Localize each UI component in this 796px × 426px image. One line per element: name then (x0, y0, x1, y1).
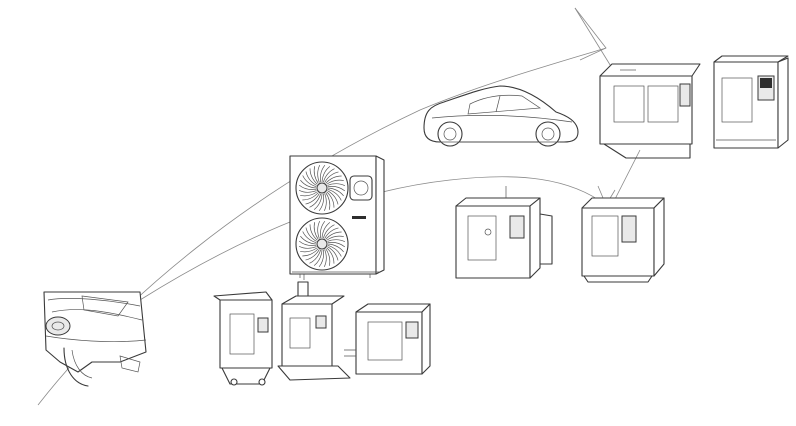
sedan-car (423, 85, 579, 147)
fan-blade (323, 193, 327, 212)
fan-blade (317, 220, 321, 239)
fan-blade (327, 189, 342, 201)
fan-blade (300, 191, 318, 197)
fan-blade (298, 189, 317, 193)
fan-blade (320, 220, 326, 239)
fan-blade (302, 192, 319, 201)
fan-blade (326, 247, 335, 264)
compact-machine-group (213, 272, 431, 386)
fan-blade (317, 164, 321, 183)
fan-blade (326, 179, 344, 185)
fan-blade (325, 231, 342, 240)
fan-blade (300, 247, 318, 253)
fan-blade (309, 193, 321, 208)
fan-blade (305, 171, 317, 186)
fan-blade (327, 245, 342, 257)
fan-blade (309, 249, 321, 264)
lower-arrow-link (611, 149, 641, 206)
fan-blade (327, 242, 346, 248)
fan-blade (313, 193, 323, 210)
mid-machine-group (455, 186, 665, 283)
fan-blade (318, 249, 324, 268)
fan-blade (313, 249, 323, 266)
fan-blade (325, 192, 331, 210)
upper-arrow-branch (574, 7, 613, 69)
fan-blade (305, 193, 320, 205)
fan-blade (321, 222, 331, 239)
fan-blade (298, 245, 317, 249)
fan-blade (305, 249, 320, 261)
fan-blade (309, 224, 318, 241)
fan-blade (324, 171, 339, 183)
upper-arrow-head (574, 7, 607, 61)
fan-blade (327, 187, 344, 197)
fan-blade (320, 164, 326, 183)
fan-blade (327, 183, 346, 187)
fan-blade (300, 179, 317, 189)
fan-blade (323, 168, 335, 183)
fan-blade (309, 168, 318, 185)
fan-blade (300, 235, 317, 245)
fan-blade (318, 193, 324, 212)
fan-blade (326, 191, 335, 208)
fan-blade (298, 184, 317, 190)
fan-blade (323, 249, 327, 268)
fan-blade (327, 186, 346, 192)
fan-blade (324, 227, 339, 239)
lower-growth-arrow (139, 176, 607, 301)
lower-fan-icon (298, 220, 346, 268)
fan-blade (327, 190, 339, 205)
fan-blade (326, 235, 344, 241)
fan-blade (325, 175, 342, 184)
fan-blade (327, 239, 346, 243)
fan-blade (321, 166, 331, 183)
fan-blade (313, 222, 319, 240)
fan-blade (327, 243, 344, 253)
fan-blade (298, 240, 317, 246)
top-machine-group (599, 55, 789, 159)
fan-blade (305, 227, 317, 242)
outdoor-hvac-unit (289, 155, 385, 278)
fan-blade (323, 224, 335, 239)
fan-blade (313, 166, 319, 184)
fan-blade (327, 246, 339, 261)
fan-blade (302, 175, 317, 187)
fan-blade (325, 248, 331, 266)
fan-blade (302, 231, 317, 243)
upper-fan-icon (298, 164, 346, 212)
car-front-detail-sketch (43, 291, 147, 387)
fan-blade (302, 248, 319, 257)
